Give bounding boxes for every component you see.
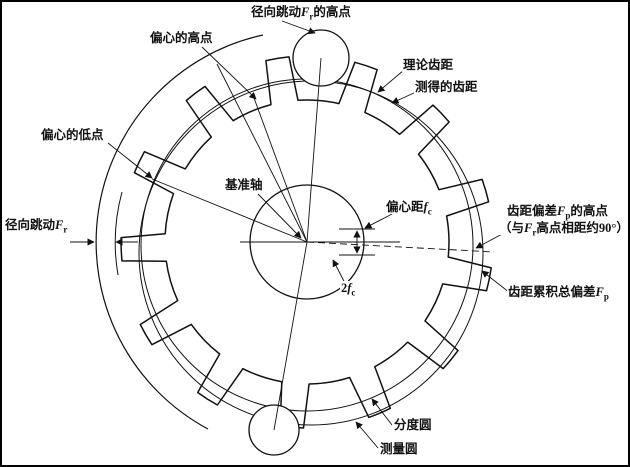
ecc-low-ray: [151, 178, 308, 243]
leader-ecc-dist: [364, 213, 393, 229]
measurement-circle: [138, 80, 484, 426]
leader-fr-high: [281, 20, 316, 35]
label-eccentricity-low-point: 偏心的低点: [40, 128, 105, 143]
leader-ecc-high: [201, 46, 257, 100]
leader-pitch-circle: [371, 398, 393, 426]
leader-fp-total: [481, 270, 511, 294]
pitch-circle: [140, 78, 474, 412]
leader-measured-pitch: [391, 91, 417, 104]
leader-fp-high: [475, 232, 505, 249]
label-radial-runout-high-point: 径向跳动Fr的高点: [250, 5, 352, 22]
label-pitch-deviation-high-point-line2: （与Fr高点相距约90°）: [498, 221, 629, 238]
leader-datum-axis: [257, 193, 302, 239]
label-datum-axis: 基准轴: [224, 178, 264, 193]
label-pitch-deviation-high-point-line1: 齿距偏差Fp的高点: [506, 204, 609, 221]
axis-ray-top: [306, 57, 322, 243]
label-eccentricity-distance: 偏心距fc: [385, 200, 433, 217]
leader-measure-circle: [355, 421, 379, 449]
leader-2fc: [332, 259, 347, 286]
leader-theoretical-pitch: [377, 69, 405, 93]
leader-ecc-low: [107, 142, 153, 179]
label-total-cumulative-pitch-deviation: 齿距累积总偏差Fp: [507, 285, 610, 302]
axis-ray-bottom: [273, 241, 308, 431]
ecc-high-ray-1: [253, 97, 308, 243]
tip-circle-arc: [114, 191, 123, 276]
label-radial-runout: 径向跳动Fr: [4, 218, 69, 235]
ecc-high-ray-2: [216, 63, 308, 243]
fp-high-dashed-ray: [306, 241, 495, 253]
label-2fc: 2fc: [340, 281, 357, 298]
label-eccentricity-high-point: 偏心的高点: [149, 31, 214, 46]
label-measure-circle: 测量圆: [379, 442, 419, 457]
label-measured-pitch: 测得的齿距: [414, 80, 479, 95]
label-pitch-circle: 分度圆: [393, 418, 433, 433]
label-theoretical-pitch: 理论齿距: [402, 58, 455, 73]
runout-arc: [95, 34, 264, 430]
gear-outline: [120, 56, 492, 429]
